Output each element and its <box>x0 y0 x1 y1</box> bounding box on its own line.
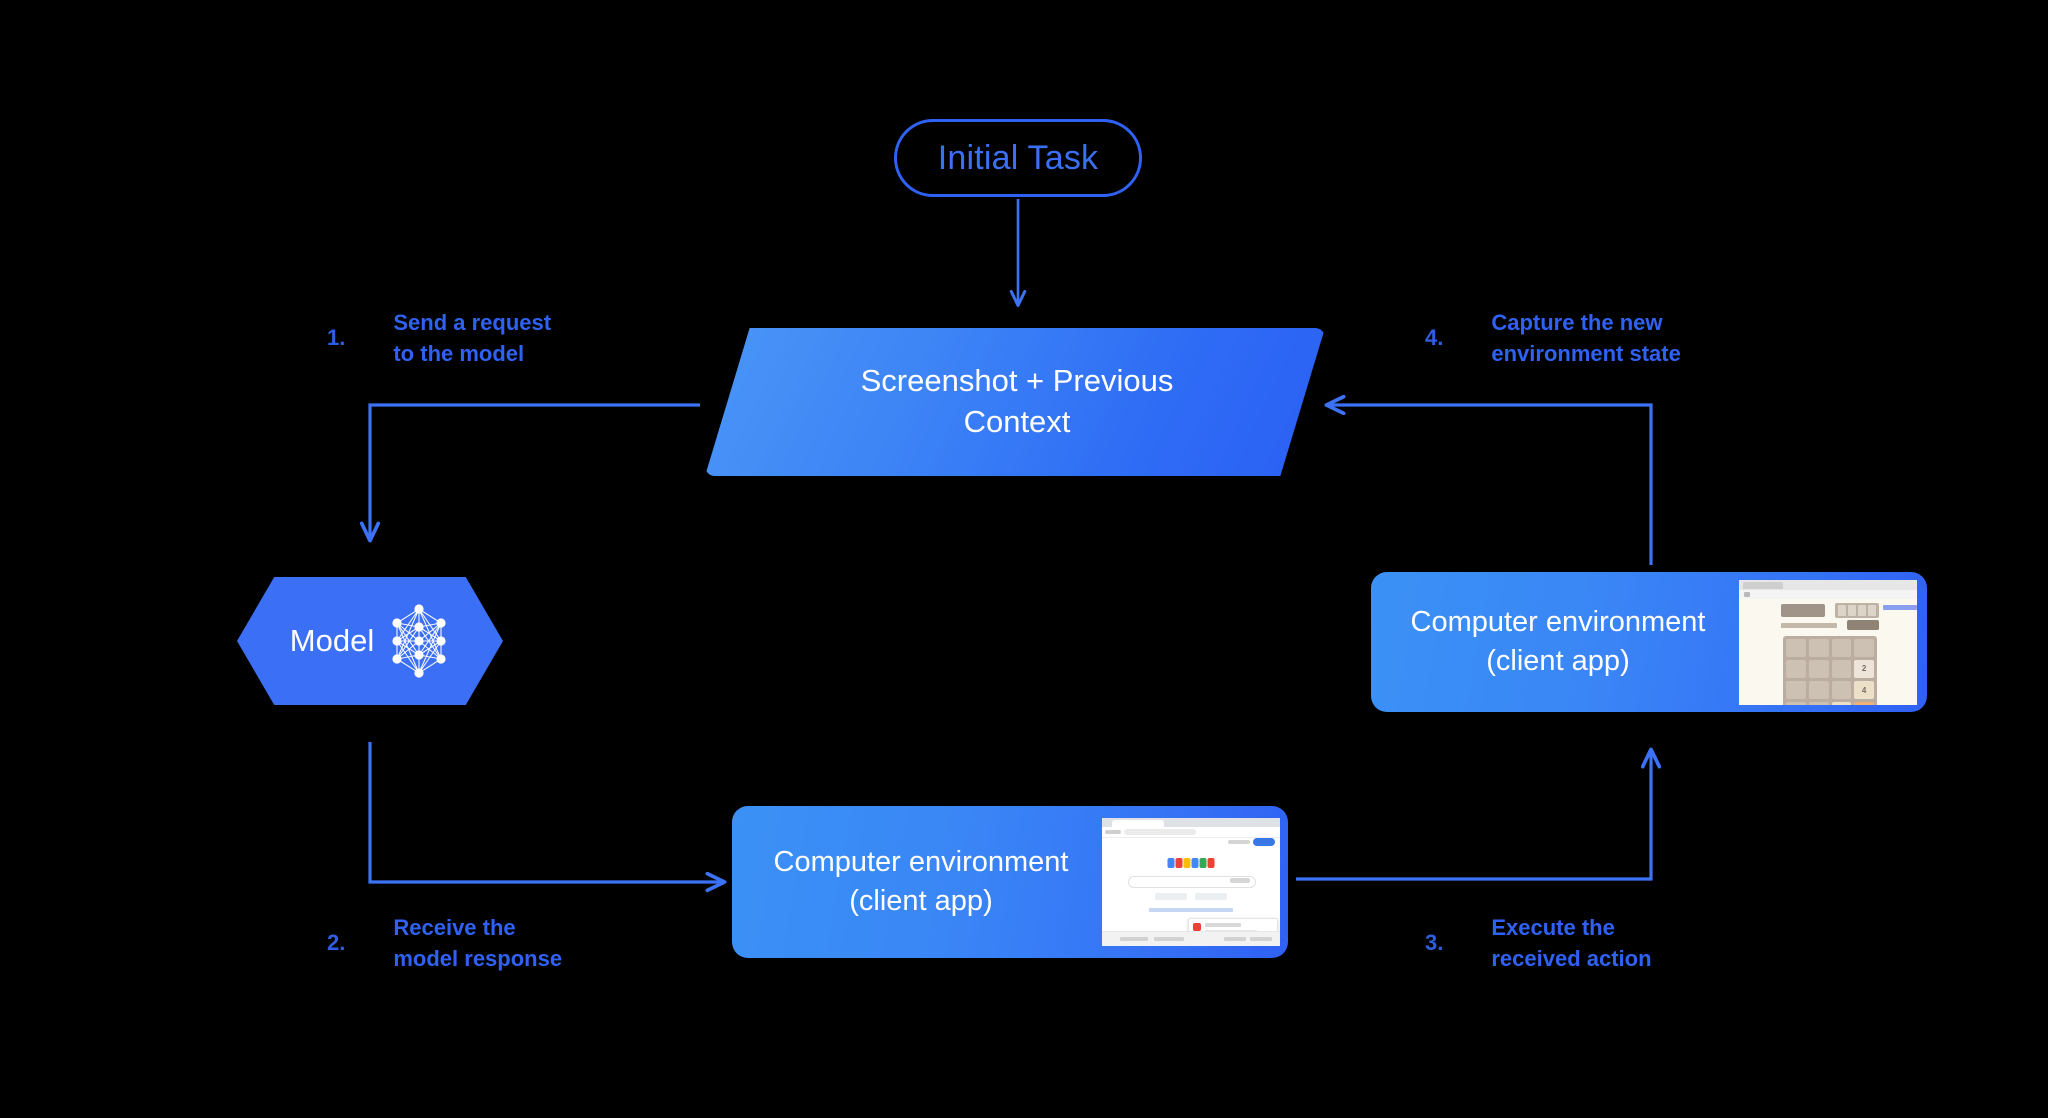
step-1-text: Send a request to the model <box>393 310 552 367</box>
search-input[interactable] <box>1128 876 1256 888</box>
env-bottom-line-1: Computer environment <box>773 846 1069 879</box>
arrow-env-bottom-to-env-right <box>1296 747 1662 881</box>
game-title <box>1781 603 1825 617</box>
step-4-number: 4. <box>1425 325 1444 350</box>
arrow-env-right-to-context <box>1324 394 1653 565</box>
neural-network-icon <box>392 604 446 678</box>
context-node-label: Screenshot + Previous Context <box>707 361 1325 443</box>
search-buttons[interactable] <box>1155 893 1227 900</box>
arrow-context-to-model <box>359 403 700 543</box>
step-3-text: Execute the received action <box>1491 915 1652 972</box>
initial-task-label: Initial Task <box>937 138 1099 177</box>
browser-tab <box>1112 819 1164 827</box>
browser-urlbar <box>1739 589 1917 599</box>
nav-buttons <box>1105 830 1121 834</box>
omnibox[interactable] <box>1124 829 1196 835</box>
step-1-number: 1. <box>327 325 346 350</box>
thumbnail-google-search <box>1102 818 1280 946</box>
env-right-thumbnail: 2 4 4 8 <box>1739 579 1917 705</box>
google-logo-icon <box>1167 858 1215 868</box>
initial-task-node[interactable]: Initial Task <box>894 119 1142 197</box>
thumbnail-2048-game: 2 4 4 8 <box>1739 579 1917 705</box>
step-2-number: 2. <box>327 930 346 955</box>
step-3-number: 3. <box>1425 930 1444 955</box>
browser-tab <box>1743 581 1783 589</box>
browser-url-text <box>1744 591 1750 597</box>
page-footer <box>1102 931 1280 946</box>
context-line-2: Context <box>963 404 1071 439</box>
header-links <box>1228 840 1250 844</box>
browser-tabbar <box>1739 579 1917 590</box>
env-right-line-1: Computer environment <box>1410 606 1706 639</box>
game-grid: 2 4 4 8 <box>1783 635 1877 705</box>
model-label: Model <box>289 623 375 658</box>
dialog-title <box>1205 923 1241 927</box>
env-bottom-thumbnail <box>1102 818 1280 946</box>
language-links <box>1149 908 1233 912</box>
env-bottom-line-2: (client app) <box>849 885 993 917</box>
arrow-model-to-env-bottom <box>368 742 727 893</box>
tile: 4 <box>1854 681 1874 700</box>
tile: 4 <box>1831 702 1852 705</box>
step-label-4: 4. Capture the new environment state <box>1425 307 1681 369</box>
tile: 8 <box>1854 702 1874 705</box>
model-node[interactable]: Model <box>237 577 503 705</box>
step-4-text: Capture the new environment state <box>1491 310 1681 367</box>
env-bottom-label: Computer environment (client app) <box>746 843 1096 921</box>
header-links <box>1883 604 1917 610</box>
game-subtitle <box>1781 622 1837 628</box>
search-icons <box>1230 878 1250 883</box>
env-bottom-node[interactable]: Computer environment (client app) <box>732 806 1288 958</box>
env-right-line-2: (client app) <box>1486 645 1630 677</box>
score-boxes <box>1835 602 1879 618</box>
tile: 2 <box>1854 659 1874 678</box>
env-right-node[interactable]: Computer environment (client app) 2 <box>1371 572 1927 712</box>
step-2-text: Receive the model response <box>393 915 563 972</box>
sign-in-button[interactable] <box>1253 838 1275 846</box>
step-label-3: 3. Execute the received action <box>1425 912 1652 974</box>
browser-tabbar <box>1102 818 1280 827</box>
step-label-1: 1. Send a request to the model <box>327 307 551 369</box>
context-node[interactable]: Screenshot + Previous Context <box>705 328 1325 476</box>
env-right-label: Computer environment (client app) <box>1383 603 1733 681</box>
model-hexagon-shape <box>237 577 503 705</box>
context-line-1: Screenshot + Previous <box>860 363 1174 399</box>
step-label-2: 2. Receive the model response <box>327 912 562 974</box>
dialog-icon <box>1193 923 1201 931</box>
new-game-button[interactable] <box>1847 619 1879 630</box>
